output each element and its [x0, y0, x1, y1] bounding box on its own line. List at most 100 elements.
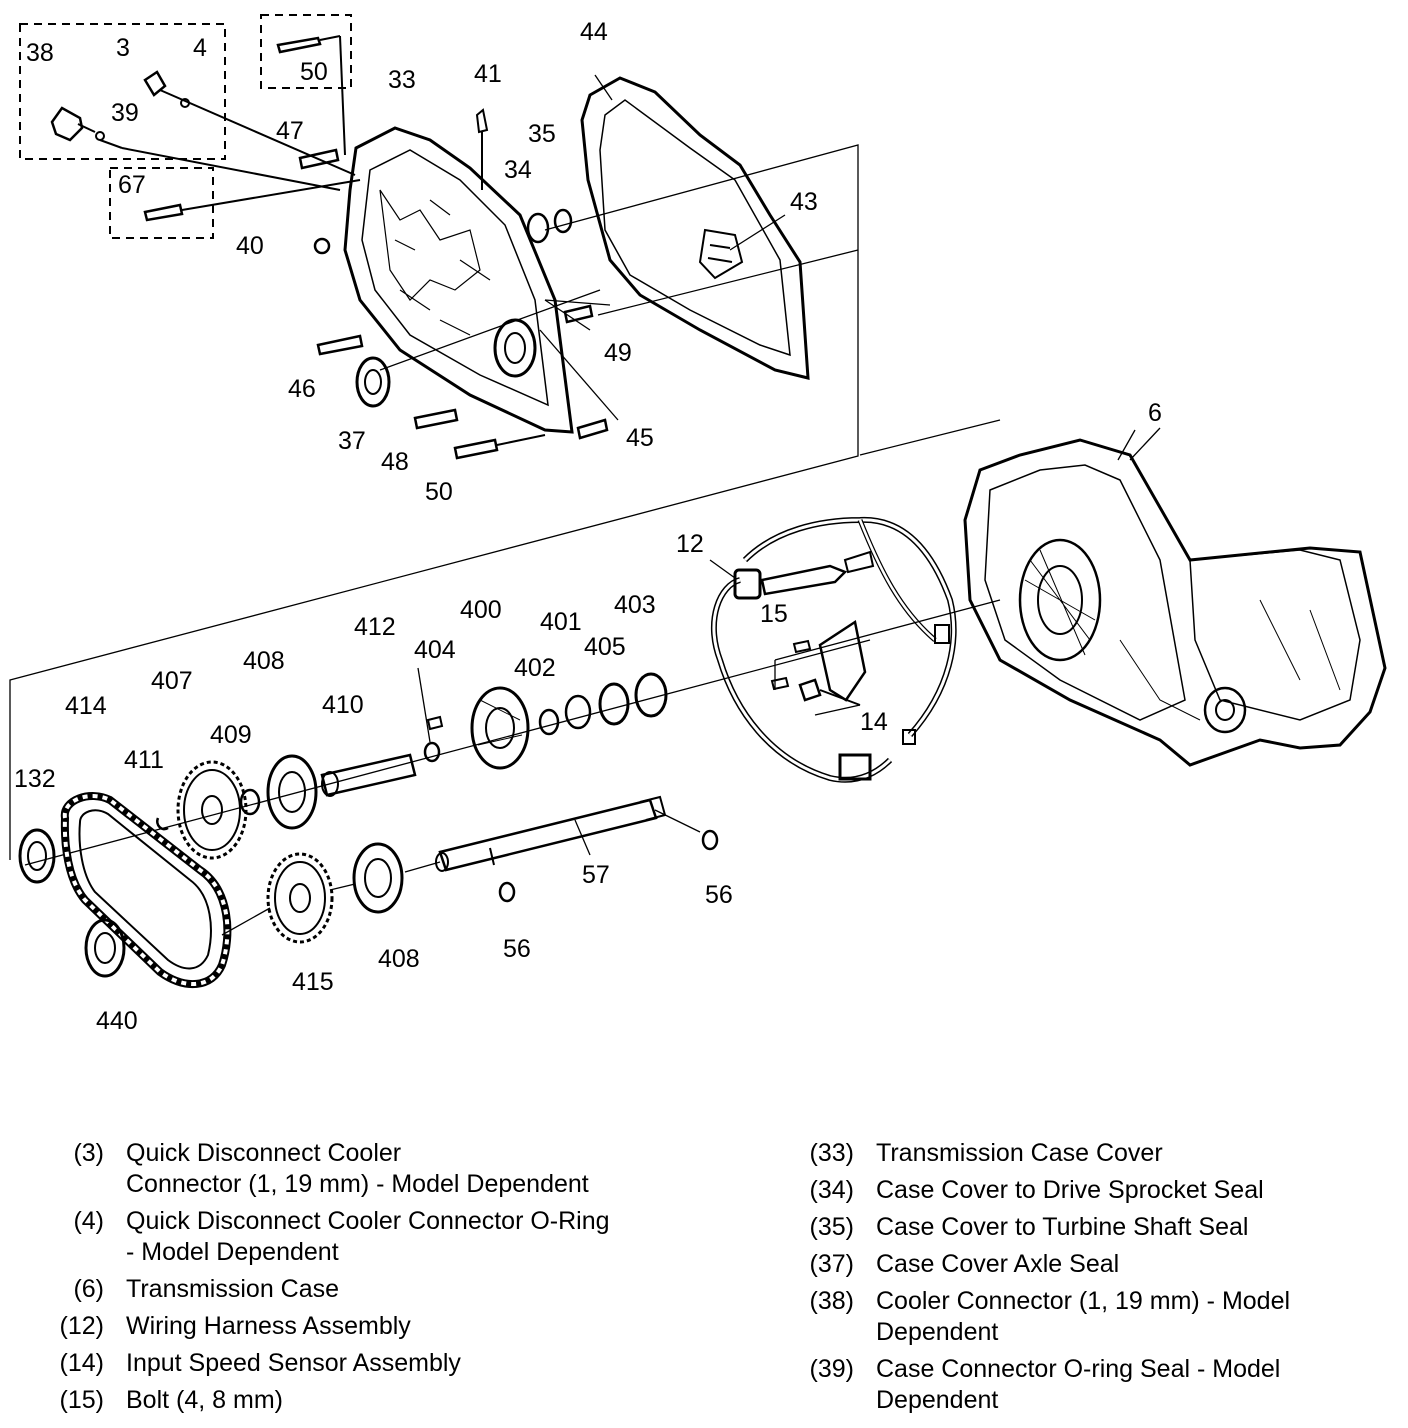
callout-15: 15 [760, 600, 788, 628]
legend-number: (12) [59, 1312, 104, 1340]
callout-50-top: 50 [300, 58, 328, 86]
legend-item: (33) Transmission Case Cover [772, 1138, 1392, 1169]
legend-description: Wiring Harness Assembly [126, 1312, 411, 1340]
callout-12: 12 [676, 530, 704, 558]
legend-number: (15) [59, 1386, 104, 1414]
callout-38: 38 [26, 39, 54, 67]
legend-item: (14) Input Speed Sensor Assembly [22, 1348, 722, 1379]
legend-item: (34) Case Cover to Drive Sprocket Seal [772, 1175, 1392, 1206]
legend-number: (39) [809, 1355, 854, 1383]
case-cover-seals [355, 208, 573, 408]
driven-sprocket-group [84, 795, 719, 978]
callout-49: 49 [604, 339, 632, 367]
callout-412: 412 [354, 613, 396, 641]
legend-number: (14) [59, 1349, 104, 1377]
transmission-case [963, 429, 1387, 767]
legend-item: (12) Wiring Harness Assembly [22, 1311, 722, 1342]
legend-item: (15) Bolt (4, 8 mm) [22, 1385, 722, 1416]
callout-415: 415 [292, 968, 334, 996]
callout-400: 400 [460, 596, 502, 624]
legend-number: (3) [73, 1139, 104, 1167]
callout-14: 14 [860, 708, 888, 736]
callout-34: 34 [504, 156, 532, 184]
legend-item: (6) Transmission Case [22, 1274, 722, 1305]
legend-item: (4) Quick Disconnect Cooler Connector O-R… [22, 1206, 722, 1268]
leader-lines-upper [379, 74, 859, 421]
legend-left-column: (3) Quick Disconnect Cooler Connector (1,… [22, 1138, 722, 1422]
legend-description: Transmission Case Cover [876, 1139, 1163, 1167]
legend-description: Case Cover Axle Seal [876, 1250, 1120, 1278]
case-side-cover [580, 76, 810, 380]
legend-description: Case Cover to Turbine Shaft Seal [876, 1213, 1249, 1241]
legend-number: (33) [809, 1139, 854, 1167]
callout-45: 45 [626, 424, 654, 452]
callout-40: 40 [236, 232, 264, 260]
legend-item: (39) Case Connector O-ring Seal - Model D… [772, 1354, 1392, 1416]
cooler-connector-fittings [50, 70, 356, 191]
bolts-and-studs [143, 35, 609, 460]
callout-44: 44 [580, 18, 608, 46]
legend-number: (38) [809, 1287, 854, 1315]
callout-440: 440 [96, 1007, 138, 1035]
legend-description: Case Cover to Drive Sprocket Seal [876, 1176, 1264, 1204]
callout-409: 409 [210, 721, 252, 749]
legend-number: (37) [809, 1250, 854, 1278]
callout-4: 4 [193, 34, 207, 62]
legend-description: Transmission Case [126, 1275, 340, 1303]
wiring-harness-assembly [710, 516, 957, 783]
callout-48: 48 [381, 448, 409, 476]
legend-description: Quick Disconnect Cooler Connector O-Ring… [126, 1207, 610, 1266]
callout-56-right: 56 [705, 881, 733, 909]
legend-right-column: (33) Transmission Case Cover (34) Case Cov… [772, 1138, 1392, 1422]
legend-description: Bolt (4, 8 mm) [126, 1386, 283, 1414]
callout-46: 46 [288, 375, 316, 403]
callout-414: 414 [65, 692, 107, 720]
legend-description: Cooler Connector (1, 19 mm) - Model Depe… [876, 1287, 1291, 1346]
callout-410: 410 [322, 691, 364, 719]
exploded-view-diagram: 38 3 4 39 50 33 41 44 47 67 35 34 43 40 … [9, 14, 1387, 1035]
callout-408-bottom: 408 [378, 945, 420, 973]
legend-item: (3) Quick Disconnect Cooler Connector (1,… [22, 1138, 722, 1200]
assembly-outline-lines [9, 144, 859, 860]
callout-39: 39 [111, 99, 139, 127]
drive-chain [60, 792, 232, 988]
callout-56-left: 56 [503, 935, 531, 963]
callout-132: 132 [14, 765, 56, 793]
callout-57: 57 [582, 861, 610, 889]
callout-407: 407 [151, 667, 193, 695]
callout-43: 43 [790, 188, 818, 216]
callout-411: 411 [124, 746, 164, 774]
callout-3: 3 [116, 34, 130, 62]
callout-33: 33 [388, 66, 416, 94]
callout-404: 404 [414, 636, 456, 664]
input-speed-sensor [770, 599, 1001, 706]
drive-sprocket-group [18, 639, 871, 884]
detail-box-bolt-50 [260, 14, 352, 89]
legend-item: (37) Case Cover Axle Seal [772, 1249, 1392, 1280]
legend-description: Quick Disconnect Cooler Connector (1, 19… [126, 1139, 589, 1198]
callout-405: 405 [584, 633, 626, 661]
callout-47: 47 [276, 117, 304, 145]
callout-408-top: 408 [243, 647, 285, 675]
legend-description: Case Connector O-ring Seal - Model Depen… [876, 1355, 1281, 1414]
callout-6: 6 [1148, 399, 1162, 427]
callout-67: 67 [118, 171, 146, 199]
legend-item: (38) Cooler Connector (1, 19 mm) - Model … [772, 1286, 1392, 1348]
legend-number: (35) [809, 1213, 854, 1241]
callout-labels: 38 3 4 39 50 33 41 44 47 67 35 34 43 40 … [14, 18, 1162, 1035]
callout-37: 37 [338, 427, 366, 455]
callout-401: 401 [540, 608, 582, 636]
legend-description: Input Speed Sensor Assembly [126, 1349, 461, 1377]
legend-number: (4) [73, 1207, 104, 1235]
callout-402: 402 [514, 654, 556, 682]
legend-number: (6) [73, 1275, 104, 1303]
callout-35: 35 [528, 120, 556, 148]
transmission-case-cover [343, 126, 574, 434]
legend-number: (34) [809, 1176, 854, 1204]
detail-box-stud-67 [109, 167, 214, 239]
callout-50-bottom: 50 [425, 478, 453, 506]
callout-41: 41 [474, 60, 502, 88]
callout-403: 403 [614, 591, 656, 619]
legend-item: (35) Case Cover to Turbine Shaft Seal [772, 1212, 1392, 1243]
detail-box-connector [19, 23, 226, 160]
